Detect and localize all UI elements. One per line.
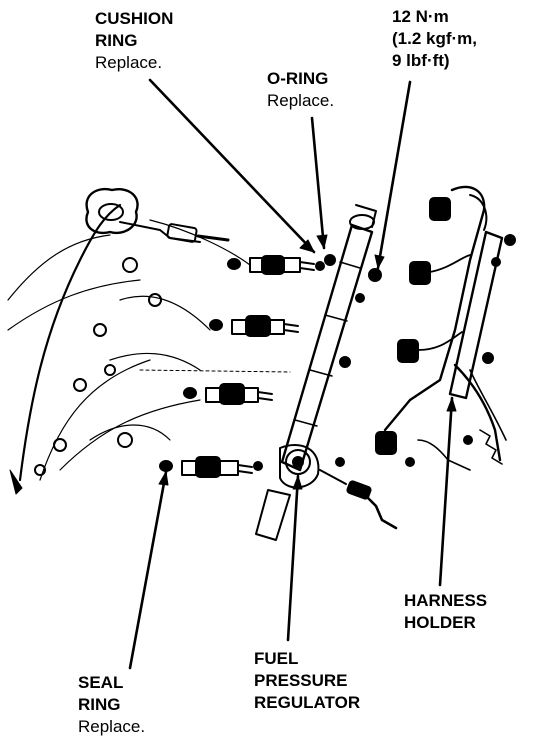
cushion-ring-leader — [148, 78, 316, 254]
fuel-pressure-regulator-label: FUEL PRESSURE REGULATOR — [254, 648, 360, 714]
torque-spec-lbfft: 9 lbf·ft) — [392, 51, 450, 70]
injector-3 — [183, 383, 273, 405]
torque-spec-kgfm: (1.2 kgf·m, — [392, 29, 478, 48]
harness-holder-leader — [438, 396, 454, 587]
injector-1 — [227, 255, 325, 275]
o-ring-label: O-RING Replace. — [267, 68, 334, 112]
filler-cap — [85, 187, 230, 243]
torque-spec-label: 12 N·m (1.2 kgf·m, 9 lbf·ft) — [392, 6, 477, 72]
injector-4 — [159, 456, 263, 478]
seal-ring-note: Replace. — [78, 717, 146, 736]
o-ring-title: O-RING — [267, 69, 329, 88]
seal-ring-title-2: RING — [78, 695, 121, 714]
harness-holder-title-1: HARNESS — [404, 591, 488, 610]
leader-lines — [128, 78, 457, 670]
fuel-pressure-regulator-leader — [286, 474, 300, 642]
fuel-rail — [255, 204, 377, 541]
cushion-ring-label: CUSHION RING Replace. — [95, 8, 173, 74]
wire-harness — [375, 185, 516, 471]
cushion-ring-title-2: RING — [95, 31, 138, 50]
intake-manifold — [7, 203, 251, 495]
torque-leader — [376, 80, 412, 270]
seal-ring-title-1: SEAL — [78, 673, 124, 692]
cushion-ring-note: Replace. — [95, 53, 163, 72]
fpr-title-1: FUEL — [254, 649, 299, 668]
cushion-ring-title-1: CUSHION — [95, 9, 174, 28]
fuel-pressure-regulator — [279, 444, 398, 530]
torque-spec-nm: 12 N·m — [392, 7, 449, 26]
seal-ring-leader — [128, 470, 168, 670]
harness-holder-title-2: HOLDER — [404, 613, 476, 632]
fpr-title-3: REGULATOR — [254, 693, 361, 712]
fpr-title-2: PRESSURE — [254, 671, 348, 690]
o-ring-note: Replace. — [267, 91, 335, 110]
fuel-injectors — [139, 254, 382, 478]
harness-holder-label: HARNESS HOLDER — [404, 590, 487, 634]
injector-2 — [209, 315, 299, 337]
seal-ring-label: SEAL RING Replace. — [78, 672, 145, 738]
o-ring-leader — [310, 116, 326, 250]
